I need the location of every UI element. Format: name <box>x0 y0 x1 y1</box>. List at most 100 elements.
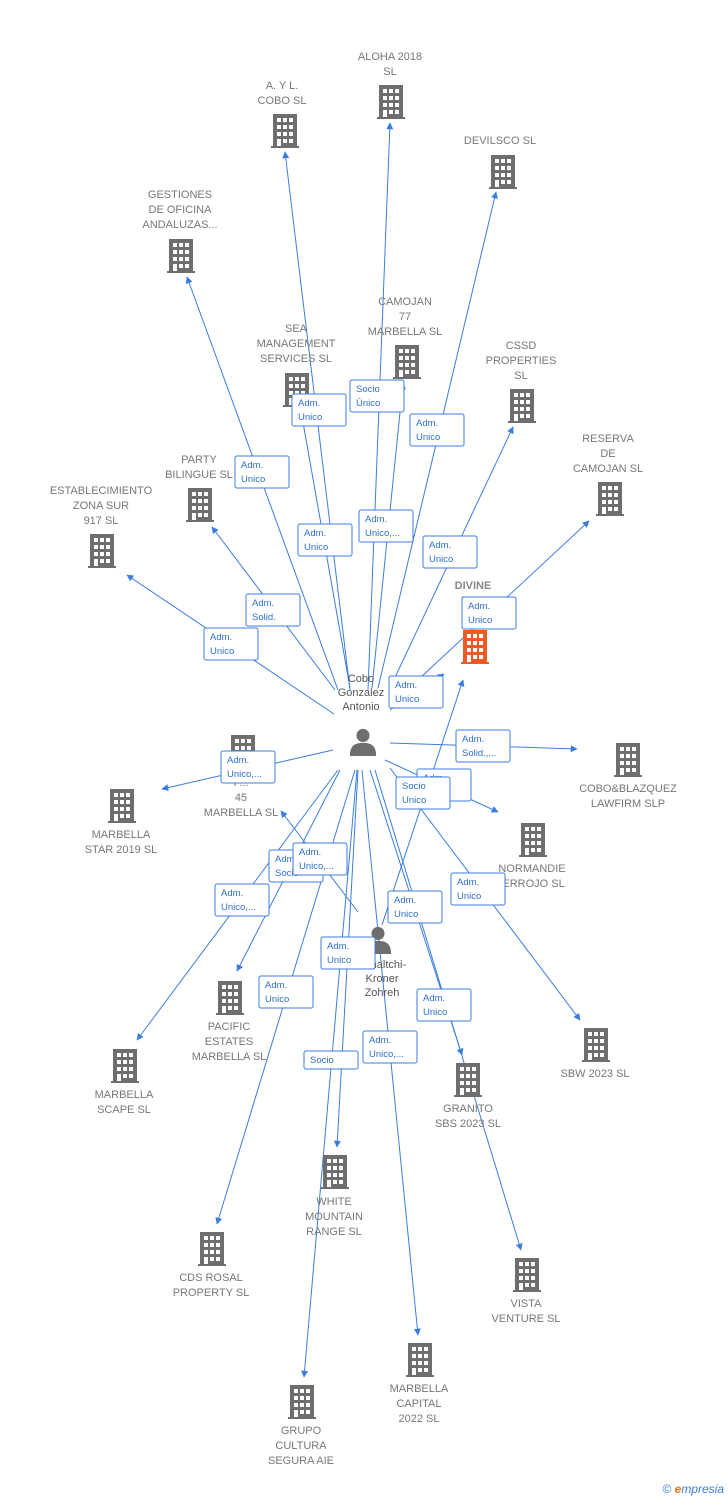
company-label: RANGE SL <box>306 1226 362 1238</box>
edge-role-text: Adm. <box>221 888 243 899</box>
edge-role-label[interactable]: Adm.Unico <box>388 675 444 709</box>
company-label: LAWFIRM SLP <box>591 798 665 810</box>
building-icon <box>513 1258 541 1292</box>
edge-role-label[interactable]: Adm.Unico <box>387 890 443 924</box>
edge-role-label[interactable]: Adm.Unico <box>291 393 347 427</box>
company-label: WHITE <box>316 1196 351 1208</box>
edge-role-text: Socio <box>402 781 426 792</box>
company-label: MARBELLA <box>95 1089 154 1101</box>
edge-role-text: Adm. <box>423 993 445 1004</box>
edge-role-text: Unico <box>265 994 289 1005</box>
edge-role-text: Unico <box>457 891 481 902</box>
building-icon <box>489 155 517 189</box>
company-label: DEVILSCO SL <box>464 135 536 147</box>
edge-role-text: Adm. <box>252 598 274 609</box>
company-label: VISTA <box>511 1298 543 1310</box>
edge-role-text: Unico <box>395 694 419 705</box>
edge-role-text: Adm. <box>275 854 297 865</box>
company-label: GRANITO <box>443 1103 493 1115</box>
empresia-watermark[interactable]: © empresia <box>662 1482 724 1496</box>
company-label: DIVINE <box>455 580 492 592</box>
edge-role-label[interactable]: Adm.Unico <box>203 627 259 661</box>
edge-role-label[interactable]: Adm.Solid. <box>245 593 301 627</box>
company-node-aycobo[interactable]: A. Y L.COBO SL <box>258 80 307 148</box>
building-icon <box>198 1232 226 1266</box>
company-node-grupo[interactable]: GRUPO CULTURA SEGURA AIE <box>268 1385 334 1467</box>
edge-role-label[interactable]: Adm.Unico,... <box>214 883 270 917</box>
company-label: GRUPO <box>281 1425 322 1437</box>
building-icon <box>186 488 214 522</box>
company-label: MARBELLA SL <box>204 807 279 819</box>
edge-role-text: Adm. <box>298 398 320 409</box>
company-label: SL <box>383 66 396 78</box>
company-node-devilsco[interactable]: DEVILSCO SL <box>464 135 536 189</box>
company-label: MARBELLA SL <box>192 1051 267 1063</box>
edge-role-label[interactable]: Adm.Unico,... <box>220 750 276 784</box>
edge-p1-c_grupo <box>301 769 358 1378</box>
edge-role-label[interactable]: Adm.Unico <box>297 523 353 557</box>
edge-role-text: Socio <box>275 868 299 879</box>
building-icon <box>108 789 136 823</box>
company-label: CAPITAL <box>396 1398 441 1410</box>
edge-role-text: Unico <box>241 474 265 485</box>
edge-role-text: Adm. <box>429 540 451 551</box>
edge-role-label[interactable]: Adm.Unico <box>409 413 465 447</box>
edge-role-label[interactable]: Adm.Unico <box>422 535 478 569</box>
edge-role-text: Adm. <box>227 755 249 766</box>
company-label: MARBELLA <box>390 1383 449 1395</box>
edge-role-label[interactable]: Adm.Unico,... <box>292 842 348 876</box>
company-label: SEGURA AIE <box>268 1455 334 1467</box>
company-node-sbw[interactable]: SBW 2023 SL <box>560 1028 630 1080</box>
company-node-granito[interactable]: GRANITO SBS 2023 SL <box>435 1063 501 1130</box>
company-label: SCAPE SL <box>97 1104 151 1116</box>
edge-role-text: Adm. <box>365 514 387 525</box>
edge-role-label[interactable]: Adm.Solid.,... <box>455 729 511 763</box>
company-label: SEA <box>285 323 308 335</box>
edge-role-label[interactable]: Adm.Unico <box>450 872 506 906</box>
edge-labels-layer: Adm.UnicoAdm.Unico,...Adm.UnicoAdm.Unico… <box>203 379 517 1070</box>
building-icon <box>111 1049 139 1083</box>
building-icon <box>271 114 299 148</box>
edge-role-text: Adm. <box>369 1035 391 1046</box>
company-label: SBS 2023 SL <box>435 1118 501 1130</box>
edge-role-label[interactable]: Adm. Unico,... <box>362 1030 418 1064</box>
edge-role-label[interactable]: Adm.Unico <box>416 988 472 1022</box>
building-icon <box>406 1343 434 1377</box>
edge-role-label[interactable]: Adm.Unico <box>258 975 314 1009</box>
edge-role-label[interactable]: Adm.Unico <box>234 455 290 489</box>
edge-role-label[interactable]: Socio <box>303 1050 359 1070</box>
edge-role-text: Unico,... <box>369 1049 404 1060</box>
company-label: PROPERTIES <box>486 355 557 367</box>
building-icon <box>88 534 116 568</box>
person-label: Antonio <box>342 701 379 713</box>
company-label: CULTURA <box>275 1440 327 1452</box>
edge-role-label[interactable]: Adm.Unico <box>461 596 517 630</box>
edge-role-label[interactable]: Adm.Unico <box>320 936 376 970</box>
company-label: MANAGEMENT <box>257 338 336 350</box>
edge-role-label[interactable]: Adm.Unico,... <box>358 509 414 543</box>
company-node-marbella_scape[interactable]: MARBELLA SCAPE SL <box>95 1049 154 1116</box>
company-label: ESTABLECIMIENTO <box>50 485 153 497</box>
building-icon <box>596 482 624 516</box>
